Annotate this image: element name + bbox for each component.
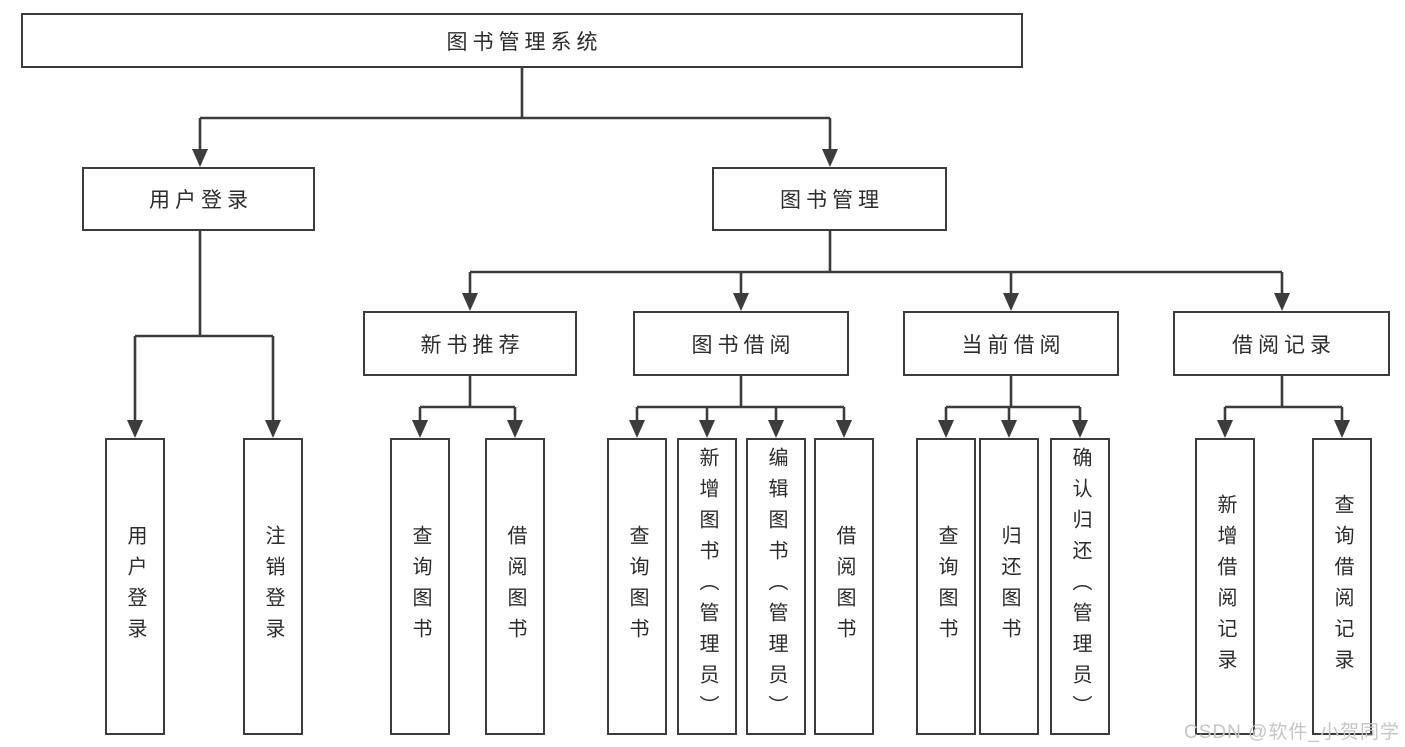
node-new-book-recommend: 新书推荐 (363, 311, 577, 376)
connector-user-login-to-leaves (127, 231, 281, 438)
leaf-borrow-books-recommend-label: 借阅图书 (504, 524, 526, 649)
leaf-query-books-borrow-label: 查询图书 (626, 524, 648, 649)
leaf-query-books-recommend: 查询图书 (390, 438, 450, 735)
leaf-query-books-current-label: 查询图书 (935, 524, 957, 649)
leaf-confirm-return-admin: 确认归还（管理员） (1050, 438, 1110, 735)
leaf-logout-label: 注销登录 (262, 524, 284, 649)
leaf-return-book: 归还图书 (979, 438, 1039, 735)
node-book-management-label: 图书管理 (780, 189, 884, 212)
leaf-query-books-borrow: 查询图书 (607, 438, 667, 735)
leaf-add-borrow-record-label: 新增借阅记录 (1214, 493, 1236, 680)
leaf-borrow-books-borrow: 借阅图书 (814, 438, 874, 735)
node-book-borrow-label: 图书借阅 (691, 333, 796, 357)
leaf-confirm-return-admin-label: 确认归还（管理员） (1069, 447, 1091, 726)
connector-records-to-leaves (1217, 376, 1350, 438)
leaf-query-borrow-record: 查询借阅记录 (1312, 438, 1372, 735)
node-user-login: 用户登录 (82, 167, 315, 231)
connector-recommend-to-leaves (412, 376, 523, 438)
node-book-management: 图书管理 (712, 167, 947, 231)
leaf-query-books-recommend-label: 查询图书 (409, 524, 431, 649)
node-borrow-records: 借阅记录 (1173, 311, 1390, 376)
leaf-add-borrow-record: 新增借阅记录 (1195, 438, 1255, 735)
node-borrow-records-label: 借阅记录 (1232, 333, 1336, 357)
connector-borrow-to-leaves (629, 376, 852, 438)
leaf-edit-book-admin-label: 编辑图书（管理员） (765, 447, 787, 726)
leaf-logout: 注销登录 (243, 438, 303, 735)
node-book-borrow: 图书借阅 (633, 311, 849, 376)
leaf-user-login-label: 用户登录 (124, 524, 146, 649)
leaf-borrow-books-recommend: 借阅图书 (485, 438, 545, 735)
leaf-add-book-admin-label: 新增图书（管理员） (696, 447, 718, 726)
connector-root-to-level2 (192, 68, 838, 167)
leaf-edit-book-admin: 编辑图书（管理员） (746, 438, 806, 735)
node-user-login-label: 用户登录 (149, 189, 253, 212)
connector-current-to-leaves (938, 376, 1088, 438)
leaf-query-books-current: 查询图书 (916, 438, 976, 735)
node-current-borrow-label: 当前借阅 (961, 333, 1066, 357)
node-system-root: 图书管理系统 (21, 13, 1023, 68)
leaf-user-login: 用户登录 (105, 438, 165, 735)
csdn-watermark: CSDN @软件_小贺同学 (1184, 722, 1400, 743)
leaf-return-book-label: 归还图书 (998, 524, 1020, 649)
leaf-borrow-books-borrow-label: 借阅图书 (833, 524, 855, 649)
leaf-query-borrow-record-label: 查询借阅记录 (1331, 493, 1353, 680)
connector-book-management-to-level3 (462, 231, 1290, 311)
node-system-root-label: 图书管理系统 (446, 30, 603, 54)
node-current-borrow: 当前借阅 (903, 311, 1119, 376)
leaf-add-book-admin: 新增图书（管理员） (677, 438, 737, 735)
node-new-book-recommend-label: 新书推荐 (420, 333, 525, 357)
